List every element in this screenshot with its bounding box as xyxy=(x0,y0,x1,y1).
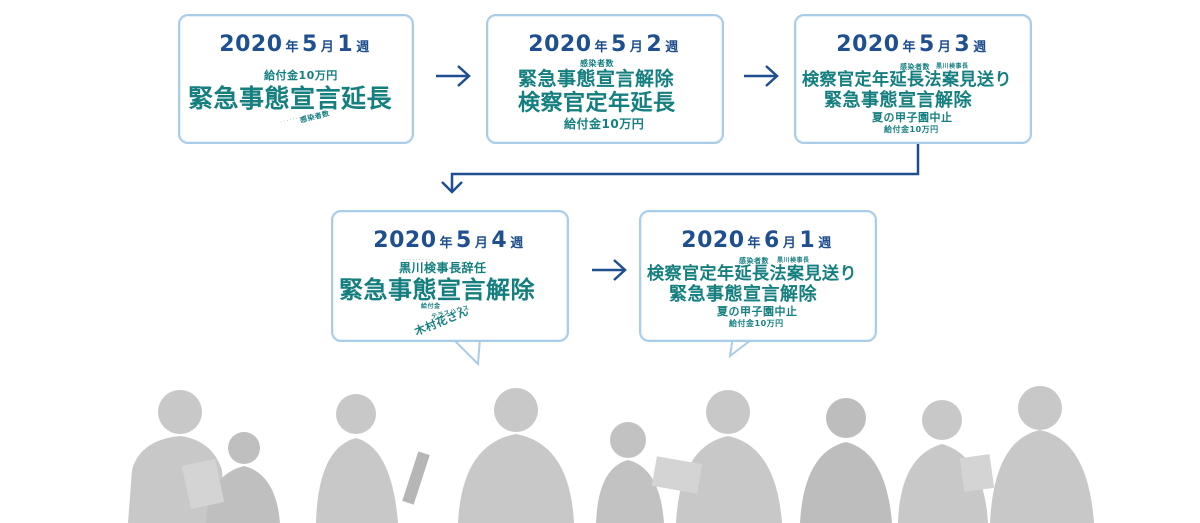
word-cloud-term: 給付金10万円 xyxy=(264,69,338,82)
word-cloud-term: 夏の甲子園中止 xyxy=(717,305,798,318)
arrow-right-icon xyxy=(744,65,779,87)
word-cloud-term: 感染者数 xyxy=(580,59,614,68)
word-cloud-term: 感染者数 xyxy=(739,257,769,265)
word-cloud-term: 感染者数 xyxy=(900,63,930,71)
word-cloud-term: 検察官定年延長 xyxy=(518,91,676,116)
word-cloud-term: 緊急事態宣言解除 xyxy=(824,90,972,111)
arrow-right-icon xyxy=(592,259,627,281)
word-cloud-term: 給付金10万円 xyxy=(884,125,939,134)
word-cloud-term: 黒川検事長辞任 xyxy=(399,261,487,275)
word-cloud-term: 検察官定年延長法案見送り xyxy=(802,70,1012,90)
arrow-right-icon xyxy=(436,65,471,87)
word-cloud-term: 黒川検事長 xyxy=(936,63,969,70)
word-cloud-term: 給付金10万円 xyxy=(729,319,784,328)
word-cloud-term: 緊急事態宣言延長 xyxy=(188,84,393,113)
word-cloud-term: 緊急事態宣言解除 xyxy=(518,68,675,90)
word-cloud-term: 夏の甲子園中止 xyxy=(872,111,953,124)
connector-arrow-icon xyxy=(441,144,920,194)
word-cloud-term: 黒川検事長 xyxy=(777,257,810,264)
word-cloud-term: 検察官定年延長法案見送り xyxy=(647,264,857,284)
word-cloud-term: 給付金10万円 xyxy=(564,117,645,131)
word-cloud-term: 緊急事態宣言解除 xyxy=(339,276,535,304)
word-cloud-term: 給付金 xyxy=(421,303,441,310)
word-cloud-term: 緊急事態宣言解除 xyxy=(669,284,817,305)
